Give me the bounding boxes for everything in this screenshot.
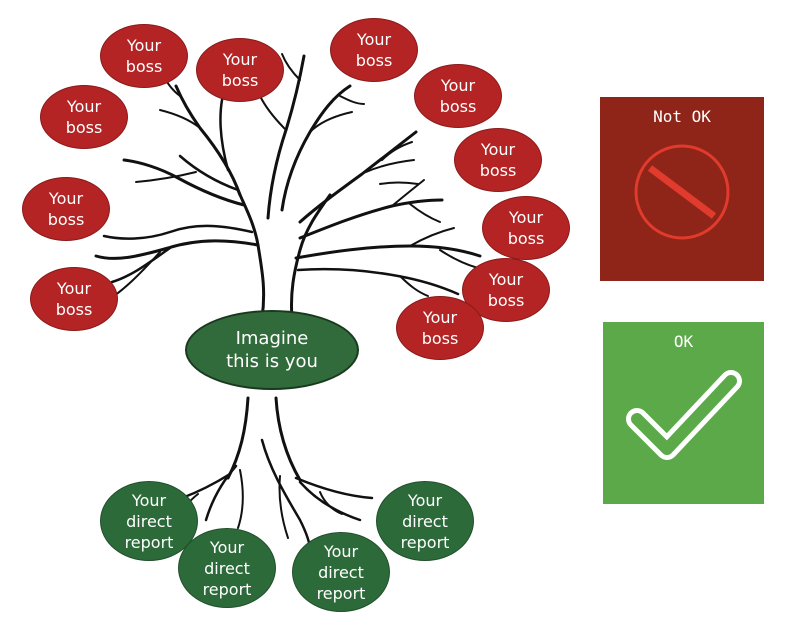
boss-bubble-3: Your boss bbox=[330, 18, 418, 82]
boss-bubble-4: Your boss bbox=[40, 85, 128, 149]
center-you-bubble: Imagine this is you bbox=[185, 310, 359, 390]
boss-bubble-11: Your boss bbox=[396, 296, 484, 360]
boss-bubble-5: Your boss bbox=[414, 64, 502, 128]
report-bubble-4: Your direct report bbox=[292, 532, 390, 612]
report-bubble-1: Your direct report bbox=[100, 481, 198, 561]
ok-panel: OK bbox=[603, 322, 764, 504]
boss-bubble-2: Your boss bbox=[196, 38, 284, 102]
report-bubble-3: Your direct report bbox=[178, 528, 276, 608]
prohibited-icon bbox=[634, 144, 730, 240]
boss-bubble-8: Your boss bbox=[482, 196, 570, 260]
boss-bubble-6: Your boss bbox=[454, 128, 542, 192]
checkmark-icon bbox=[625, 370, 742, 460]
not-ok-title: Not OK bbox=[653, 107, 711, 126]
boss-bubble-7: Your boss bbox=[22, 177, 110, 241]
ok-title: OK bbox=[673, 332, 694, 351]
boss-bubble-1: Your boss bbox=[100, 24, 188, 88]
not-ok-panel: Not OK bbox=[600, 97, 764, 281]
report-bubble-2: Your direct report bbox=[376, 481, 474, 561]
boss-bubble-10: Your boss bbox=[30, 267, 118, 331]
